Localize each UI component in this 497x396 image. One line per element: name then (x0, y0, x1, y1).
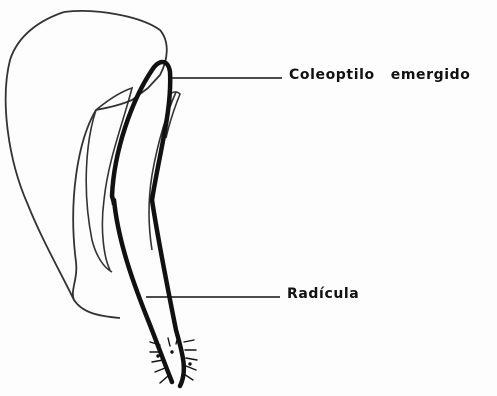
radicle-label: Radícula (287, 286, 359, 302)
radicle-right (152, 200, 184, 386)
coleoptile-label: Coleoptilo emergido (289, 67, 470, 83)
radicle-join (112, 196, 114, 205)
radicle-left (114, 200, 172, 382)
coleoptile-label-word1: Coleoptilo (289, 67, 375, 83)
coleoptile-sheath (86, 110, 112, 272)
coleoptile-label-word2: emergido (391, 67, 471, 83)
seed-left-edge (6, 12, 74, 300)
